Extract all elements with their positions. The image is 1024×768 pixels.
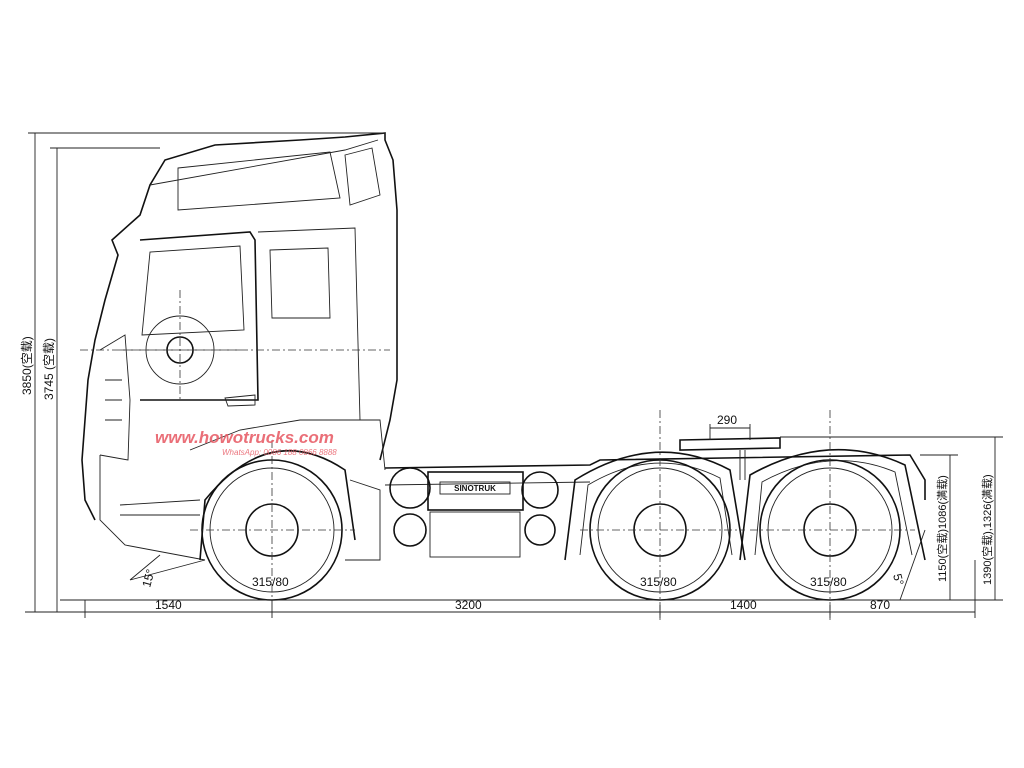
front-overhang-label: 1540 [155, 598, 182, 612]
tank-brand-label: SINOTRUK [454, 484, 496, 493]
departure-angle-label: 5° [890, 572, 907, 587]
dimension-lines [25, 132, 1003, 618]
cab-height-label: 3745 (空载) [42, 338, 56, 400]
fifth-wheel-offset-label: 290 [717, 413, 737, 427]
rear-overhang-label: 870 [870, 598, 890, 612]
axle-spacing-label: 1400 [730, 598, 757, 612]
watermark-site: www.howotrucks.com [155, 428, 334, 447]
watermark-whatsapp: WhatsApp: 0086 188 0866 8888 [222, 448, 337, 457]
cab-outline [80, 132, 398, 561]
overall-height-label: 3850(空载) [20, 336, 34, 395]
approach-angle-label: 15° [139, 567, 157, 588]
fifth-wheel-height-label: 1150(空载)1086(满载) [935, 475, 949, 582]
approach-angle-lines [129, 554, 206, 581]
battery-box [429, 511, 521, 558]
middle-tire-label: 315/80 [640, 575, 677, 589]
wheelbase-label: 3200 [455, 598, 482, 612]
rear-tire-label: 315/80 [810, 575, 847, 589]
frame-height-label: 1390(空载),1326(满载) [980, 474, 994, 585]
fuel-tank [427, 471, 524, 511]
departure-angle-line [899, 529, 926, 601]
front-tire-label: 315/80 [252, 575, 289, 589]
chassis: SINOTRUK [199, 437, 926, 561]
